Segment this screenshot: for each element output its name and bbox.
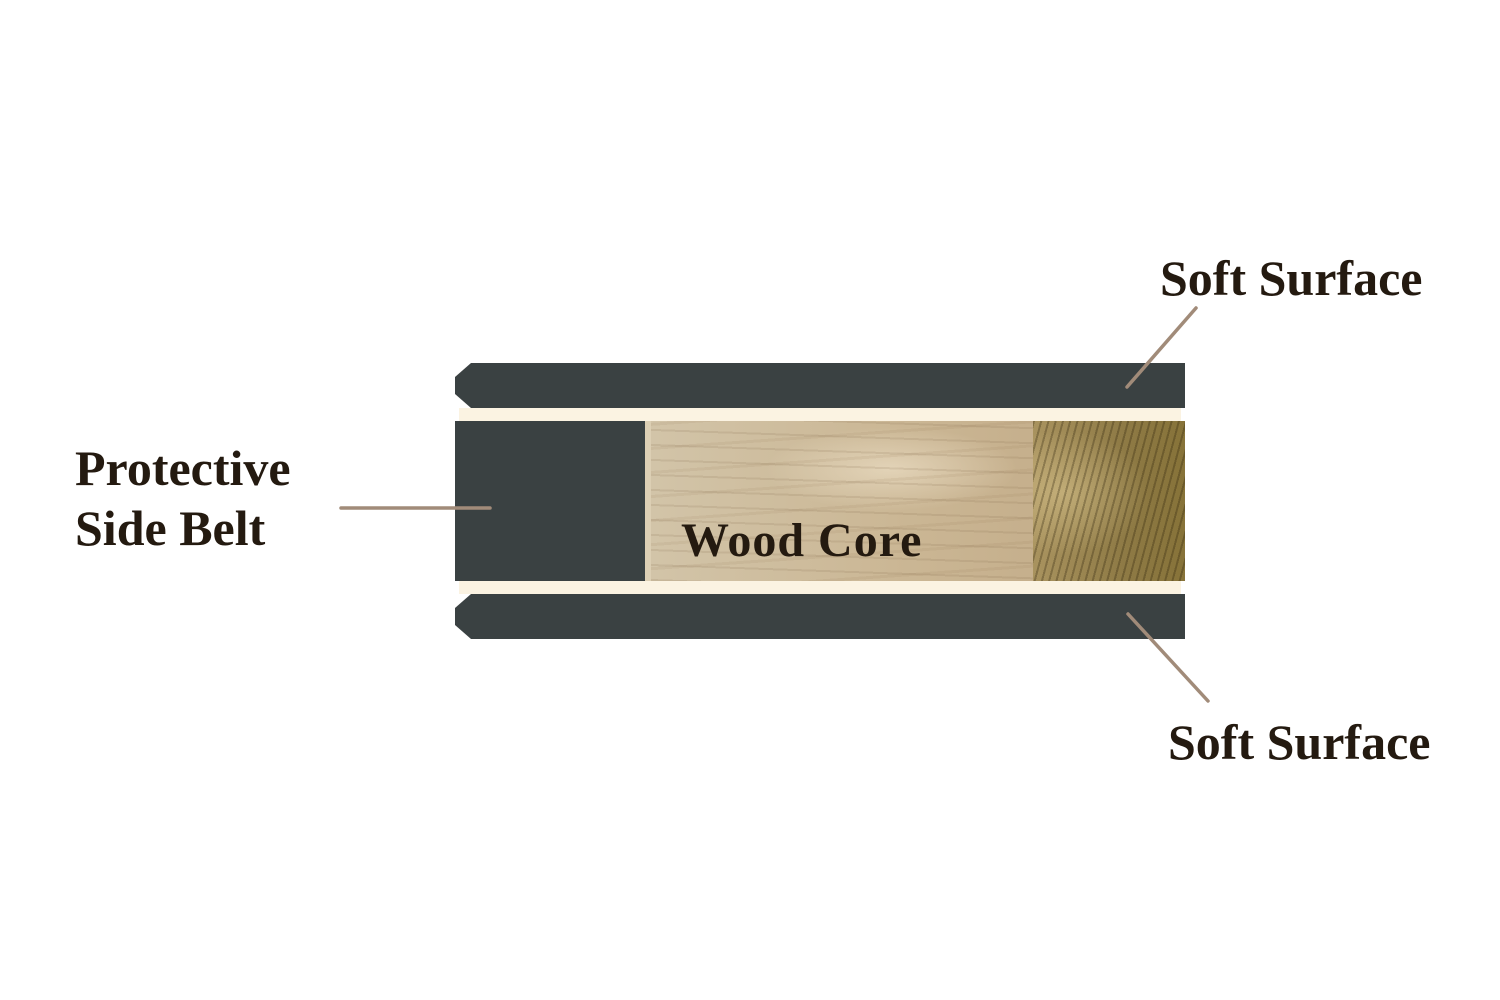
middle-layer: Wood Core bbox=[455, 421, 1185, 581]
protective-side-belt-layer bbox=[455, 421, 645, 581]
layer-stack: Wood Core bbox=[455, 363, 1185, 639]
soft-surface-top-label: Soft Surface bbox=[1160, 250, 1423, 306]
protective-side-belt-label-line2: Side Belt bbox=[75, 500, 266, 556]
soft-surface-top-layer bbox=[455, 363, 1185, 408]
layer-gap-top bbox=[459, 408, 1181, 421]
soft-surface-bottom-layer bbox=[455, 594, 1185, 639]
protective-side-belt-label: Protective Side Belt bbox=[75, 438, 291, 558]
wood-core-label: Wood Core bbox=[681, 514, 923, 567]
wood-end-grain-texture bbox=[1033, 421, 1185, 581]
soft-surface-bottom-label: Soft Surface bbox=[1168, 714, 1431, 770]
wood-core-layer: Wood Core bbox=[645, 421, 1185, 581]
layer-gap-bottom bbox=[459, 581, 1181, 594]
protective-side-belt-label-line1: Protective bbox=[75, 440, 291, 496]
